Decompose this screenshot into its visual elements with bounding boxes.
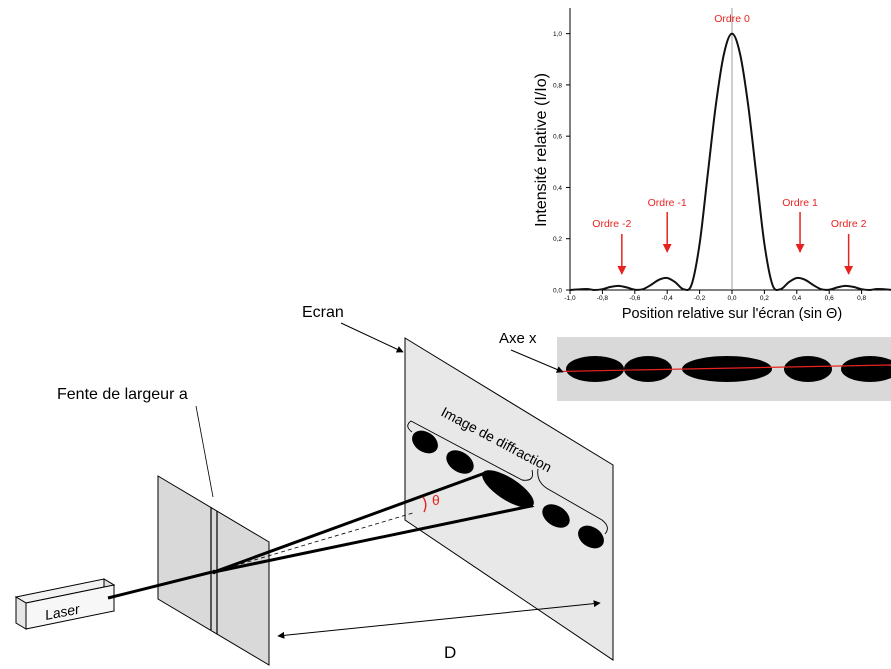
intensity-chart: -1,0-0,8-0,6-0,4-0,20,00,20,40,60,81 0,0… [533, 8, 891, 322]
distance-d-label: D [444, 643, 456, 662]
intensity-curve [569, 32, 891, 292]
fente-pointer [195, 405, 214, 498]
order-annotation-label: Ordre -2 [592, 218, 631, 230]
x-tick-label: -0,4 [662, 295, 674, 302]
order-annotation-label: Ordre 2 [831, 218, 867, 230]
y-tick-label: 0,2 [553, 236, 562, 243]
x-axis-title: Position relative sur l'écran (sin Θ) [622, 306, 842, 322]
theta-arc [422, 496, 427, 513]
x-tick-label: 0,0 [727, 295, 736, 302]
image-bracket-right [537, 468, 608, 535]
fente-label: Fente de largeur a [57, 386, 188, 403]
laser-label: Laser [44, 600, 83, 623]
laser-beam [107, 570, 213, 600]
fringe-order-0 [682, 356, 772, 382]
order-annotation-label: Ordre 0 [714, 13, 750, 25]
diffracted-beam-cone [213, 470, 535, 574]
fringe-order-minus-2 [566, 356, 624, 382]
x-tick-label: -1,0 [564, 295, 576, 302]
order-annotation-label: Ordre 1 [782, 197, 818, 209]
screen-fringe-1 [542, 504, 570, 528]
axe-x-pointer [510, 349, 564, 373]
ecran-label: Ecran [302, 304, 344, 321]
ecran-pointer [340, 322, 404, 353]
x-tick-label: 0,6 [825, 295, 834, 302]
x-tick-label: 0,8 [857, 295, 866, 302]
screen-fringe-minus-2 [412, 430, 438, 454]
slit-center-point [211, 569, 217, 575]
experimental-setup: Image de diffraction Laser θ Ecran Fente… [14, 304, 614, 666]
screen-fringe-minus-1 [446, 450, 474, 474]
y-tick-label: 0,8 [553, 82, 562, 89]
x-tick-label: 0,2 [760, 295, 769, 302]
y-tick-label: 1,0 [553, 31, 562, 38]
order-annotation-label: Ordre -1 [648, 197, 687, 209]
x-tick-label: -0,6 [629, 295, 641, 302]
laser-source [14, 578, 116, 630]
x-axis-red-line [557, 364, 891, 373]
distance-d-arrow [277, 600, 601, 639]
x-tick-label: 0,4 [792, 295, 801, 302]
fringe-order-2 [841, 356, 891, 382]
y-tick-label: 0,6 [553, 134, 562, 141]
x-tick-label: -0,8 [597, 295, 609, 302]
y-tick-label: 0,0 [553, 288, 562, 295]
x-tick-label: -0,2 [694, 295, 706, 302]
diffraction-pattern-strip: Axe x [499, 330, 891, 401]
y-axis-title: Intensité relative (I/Io) [533, 73, 550, 227]
screen-fringe-2 [578, 525, 604, 549]
axe-x-label: Axe x [499, 330, 537, 347]
fringe-order-1 [784, 356, 832, 382]
image-bracket-left [407, 420, 533, 481]
fringe-order-minus-1 [624, 356, 672, 382]
y-tick-label: 0,4 [553, 185, 562, 192]
theta-label: θ [432, 492, 440, 508]
